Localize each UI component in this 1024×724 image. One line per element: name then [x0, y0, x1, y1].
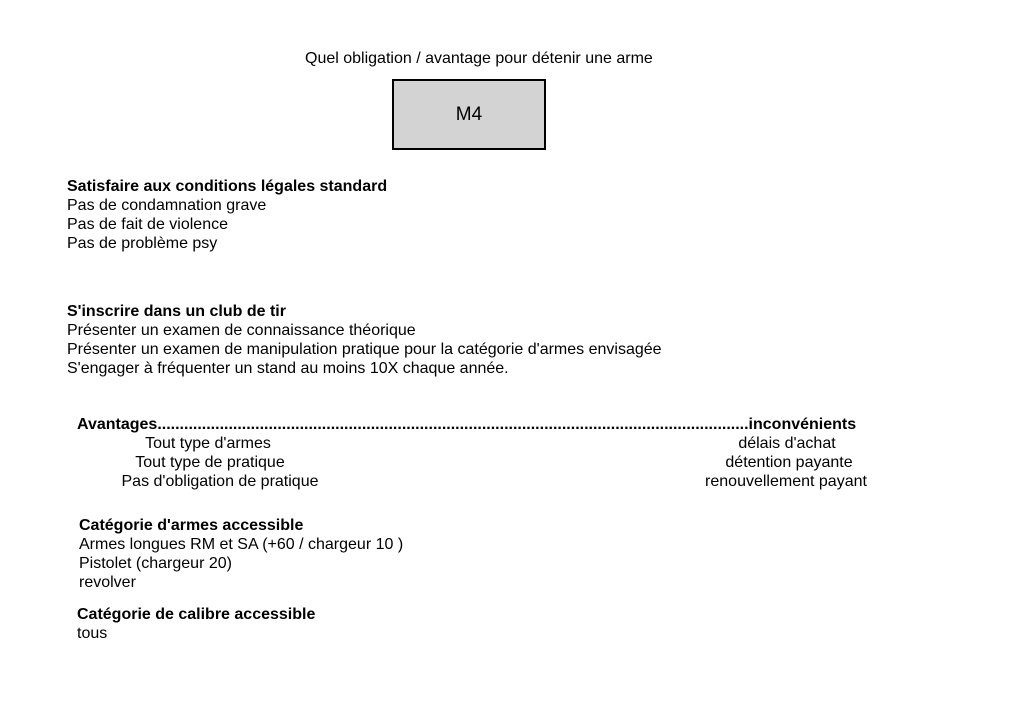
list-item: Pas de fait de violence — [67, 216, 228, 233]
list-item: Pas de condamnation grave — [67, 197, 267, 214]
page-title: Quel obligation / avantage pour détenir … — [305, 50, 653, 67]
section-heading: Catégorie d'armes accessible — [79, 517, 304, 534]
section-heading: Satisfaire aux conditions légales standa… — [67, 178, 388, 195]
disadvantage-item: renouvellement payant — [705, 473, 867, 490]
advantage-item: Tout type de pratique — [135, 454, 285, 471]
list-item: Armes longues RM et SA (+60 / chargeur 1… — [79, 536, 404, 553]
advantage-item: Pas d'obligation de pratique — [121, 473, 319, 490]
list-item: tous — [77, 625, 108, 642]
list-item: revolver — [79, 574, 136, 591]
list-item: S'engager à fréquenter un stand au moins… — [67, 360, 509, 377]
section-heading: Catégorie de calibre accessible — [77, 606, 316, 623]
section-heading: S'inscrire dans un club de tir — [67, 303, 286, 320]
list-item: Pistolet (chargeur 20) — [79, 555, 232, 572]
list-item: Pas de problème psy — [67, 235, 218, 252]
category-box: M4 — [392, 79, 546, 150]
comparison-header: Avantages...............................… — [77, 416, 857, 433]
list-item: Présenter un examen de connaissance théo… — [67, 322, 416, 339]
advantage-item: Tout type d'armes — [145, 435, 271, 452]
disadvantage-item: délais d'achat — [738, 435, 836, 452]
category-label: M4 — [455, 104, 483, 125]
disadvantage-item: détention payante — [725, 454, 853, 471]
list-item: Présenter un examen de manipulation prat… — [67, 341, 662, 358]
